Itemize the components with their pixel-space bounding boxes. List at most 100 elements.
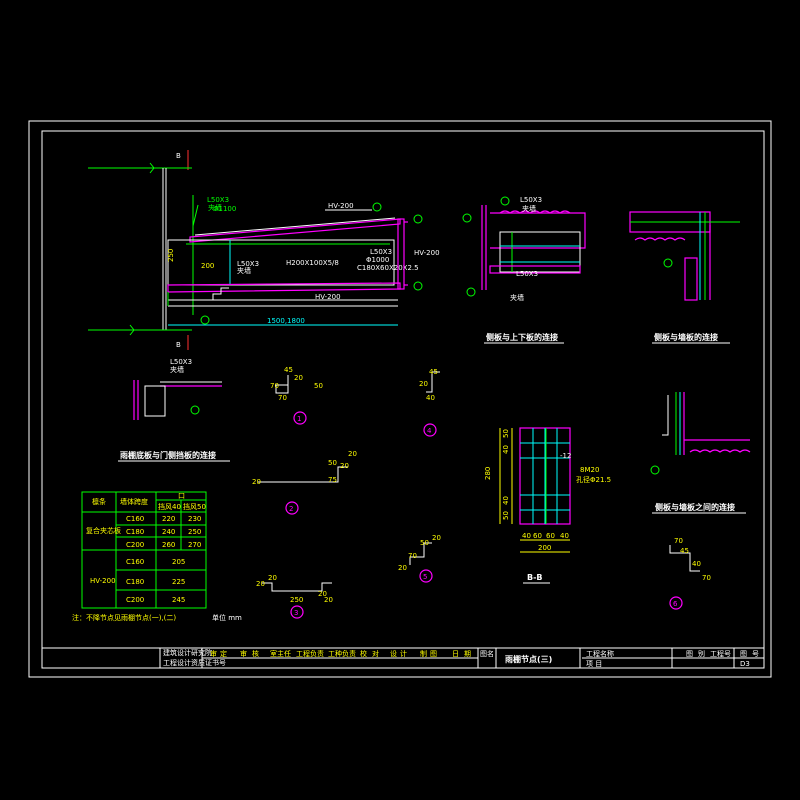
- bb-bottom-0: 40: [522, 532, 531, 540]
- circle-profile-1: [293, 411, 307, 425]
- p4-dim-2: 40: [426, 394, 435, 402]
- tb-role-10: 计: [400, 649, 407, 658]
- caption-side-top-bottom: 侧板与上下板的连接: [486, 332, 558, 342]
- bb-hole-label: 孔径Φ21.5: [576, 475, 611, 484]
- bottom-panel: [167, 282, 401, 293]
- circle-profile-2-num: 2: [289, 505, 293, 513]
- circle-2-main: [200, 315, 210, 325]
- t-r4-c1: 225: [172, 578, 185, 586]
- side-wall-between-detail: 侧板与墙板之间的连接: [650, 392, 751, 514]
- caption-side-wall: 侧板与墙板的连接: [654, 332, 718, 342]
- circle-1-main: [413, 281, 423, 291]
- tb-cert: 工程设计资质证书号: [163, 658, 226, 667]
- tb-role-0: 审: [210, 649, 217, 658]
- tb-item-label: 项 目: [586, 660, 602, 668]
- circle-profile-2: [285, 501, 299, 515]
- tb-role-3: 核: [252, 649, 259, 658]
- t-r1-c2: 250: [188, 528, 201, 536]
- section-mark-top: B: [176, 152, 181, 160]
- tb-right-1: 别: [698, 649, 705, 658]
- p3-dim-1: 20: [268, 574, 277, 582]
- t-r2-c1: 260: [162, 541, 175, 549]
- p1-dim-2: 70: [270, 382, 279, 390]
- label-l50x3-c: L50X3: [370, 248, 392, 256]
- tb-role-4: 室主任: [270, 649, 291, 658]
- p3-dim-2: 250: [290, 596, 303, 604]
- dim-1500: 1500,1800: [267, 317, 305, 325]
- label-l50x3-d: L50X3: [520, 196, 542, 204]
- side-wall-detail: 侧板与墙板的连接: [629, 211, 740, 344]
- circle-profile-6-num: 6: [673, 600, 678, 608]
- tb-right-3: 图: [740, 650, 747, 658]
- bb-side-1: 40: [502, 445, 510, 454]
- circle-profile-1-num: 1: [297, 415, 301, 423]
- p2-dim-3: 50: [328, 459, 337, 467]
- circle-profile-3: [290, 605, 304, 619]
- bb-top-label: -12: [560, 452, 571, 460]
- tb-role-5: 工程负责: [296, 649, 324, 658]
- label-guard-d: 夹墙: [522, 204, 536, 213]
- tb-role-12: 图: [430, 650, 437, 658]
- t-r1-c0: C180: [126, 528, 144, 536]
- circle-4-main: [413, 214, 423, 224]
- p3-dim-0: 20: [256, 580, 265, 588]
- p4-dim-0: 45: [429, 368, 438, 376]
- p2-dim-2: 20: [340, 462, 349, 470]
- caption-side-wall-between: 侧板与墙板之间的连接: [655, 502, 735, 512]
- label-h200: H200X100X5/8: [286, 259, 339, 267]
- table-note: 注：不降节点见雨棚节点(一),(二): [72, 613, 176, 622]
- circle-5-door: [190, 405, 200, 415]
- tb-company: 建筑设计研究院: [163, 648, 212, 657]
- p6-dim-3: 70: [702, 574, 711, 582]
- p2-dim-1: 75: [328, 476, 337, 484]
- tb-role-9: 设: [390, 649, 397, 658]
- t-r2-c2: 270: [188, 541, 201, 549]
- table-header-3: 挡风50: [183, 502, 206, 511]
- bb-side-3: 50: [502, 511, 510, 520]
- t-r2-c0: C200: [126, 541, 144, 549]
- bb-section: 280 50 40 40 50 -12 8M20 孔径Φ21.5 40 60 6…: [484, 427, 611, 584]
- t-r5-c1: 245: [172, 596, 185, 604]
- bb-bottom-1: 60: [533, 532, 542, 540]
- label-hv200-bottom: HV-200: [315, 293, 341, 301]
- circle-6-wall: [663, 258, 673, 268]
- spec-table: 檩条 墙体跨度 口 挡风40 挡风50 复合夹芯板 C160 220 230 C…: [72, 491, 242, 622]
- p1-dim-4: 50: [314, 382, 323, 390]
- bb-bottom-2: 60: [546, 532, 555, 540]
- p5-dim-2: 20: [432, 534, 441, 542]
- profile-4: 45 20 40 4: [419, 368, 440, 437]
- main-beam-box: [167, 239, 395, 286]
- label-guard-b: 夹墙: [237, 266, 251, 275]
- p2-dim-0: 20: [252, 478, 261, 486]
- circle-4-side: [462, 213, 472, 223]
- p5-dim-0: 20: [398, 564, 407, 572]
- outer-frame: [28, 120, 772, 678]
- circle-1-between: [650, 465, 660, 475]
- table-unit: 单位 mm: [212, 613, 242, 622]
- tb-drawing-title: 雨棚节点(三): [505, 654, 552, 664]
- t-r0-c1: 220: [162, 515, 175, 523]
- tb-right-2: 工程号: [710, 649, 731, 658]
- tb-role-11: 制: [420, 649, 427, 658]
- p1-dim-0: 45: [284, 366, 293, 374]
- table-span-header: 口: [178, 492, 185, 500]
- label-l50x3-f: L50X3: [170, 358, 192, 366]
- label-l50x3-a: L50X3: [207, 196, 229, 204]
- bb-side-0: 50: [502, 429, 510, 438]
- circle-profile-4: [423, 423, 437, 437]
- p1-dim-3: 70: [278, 394, 287, 402]
- t-r1-c1: 240: [162, 528, 175, 536]
- tb-sheet-no: D3: [740, 660, 750, 668]
- label-c180: C180X60X20X2.5: [357, 264, 419, 272]
- label-phi1000: Φ1000: [366, 256, 389, 264]
- dim-250-side: 250: [167, 249, 175, 262]
- table-group-0: 复合夹芯板: [86, 526, 121, 535]
- circle-profile-5-num: 5: [423, 573, 427, 581]
- tb-title-label: 图名: [480, 649, 494, 658]
- table-header-2: 挡风40: [158, 502, 181, 511]
- t-r4-c0: C180: [126, 578, 144, 586]
- p2-dim-4: 20: [348, 450, 357, 458]
- p3-dim-4: 20: [324, 596, 333, 604]
- circle-profile-6: [669, 596, 683, 610]
- tb-right-4: 号: [752, 650, 759, 658]
